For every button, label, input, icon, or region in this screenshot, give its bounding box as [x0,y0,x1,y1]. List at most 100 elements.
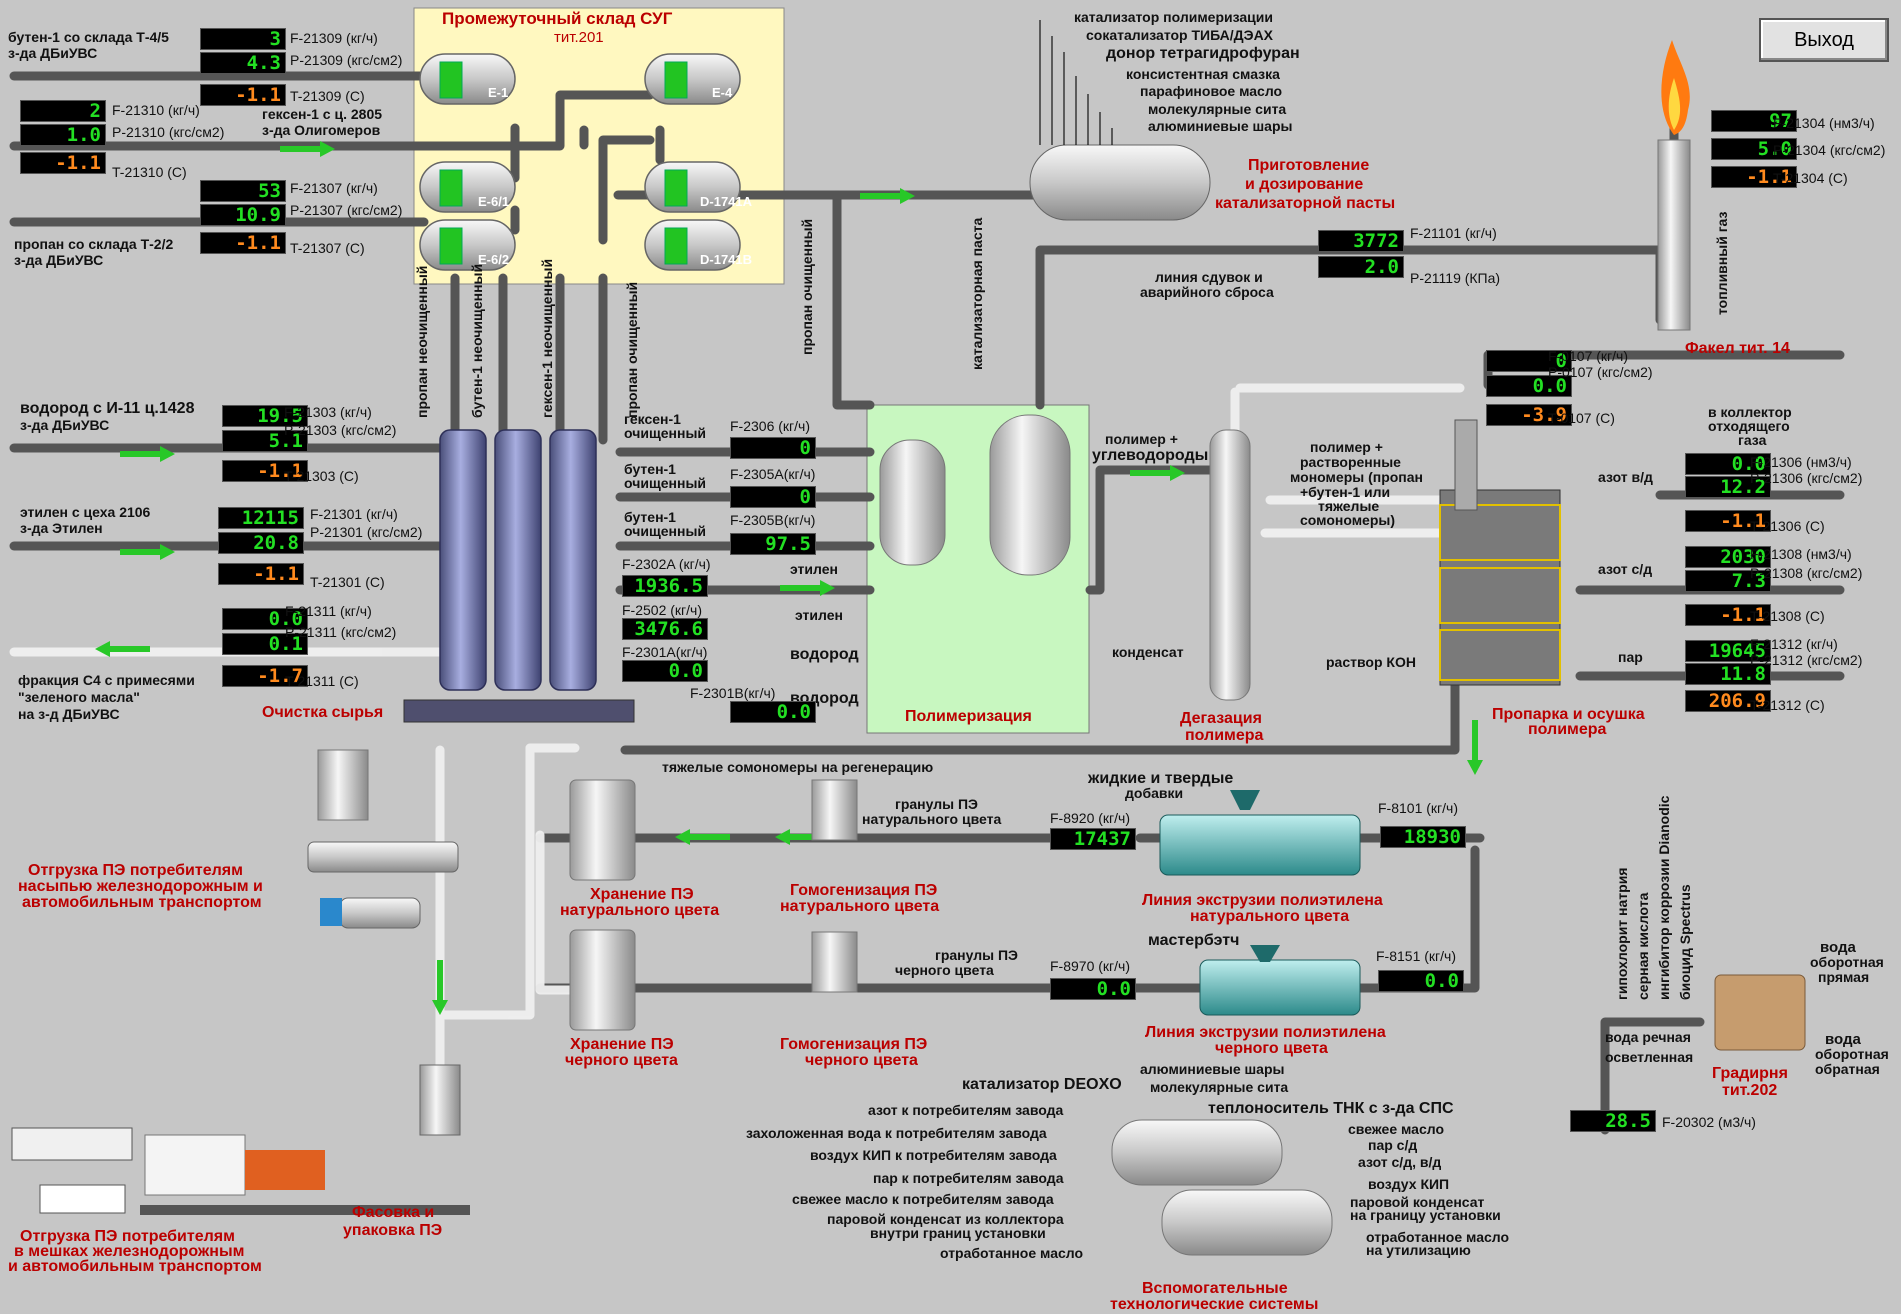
catalyst-input: консистентная смазка [1126,67,1280,82]
label-c4-frac2: "зеленого масла" [18,690,140,705]
extr-nat-title2: натурального цвета [1190,908,1349,926]
storage-black-title2: черного цвета [565,1052,678,1070]
instrument-tag-label: F-0107 (кг/ч) [1548,348,1628,364]
label-heavy-comonomers: тяжелые сомономеры на регенерацию [662,760,933,775]
label-alu-balls-b: алюминиевые шары [1140,1062,1284,1077]
label-propan-sklad2: з-да ДБиУВС [14,253,103,268]
label-hexen-c2805-2: з-да Олигомеров [262,123,380,138]
vessel-label: Е-6/2 [478,253,509,267]
label-c4-frac1: фракция С4 с примесями [18,673,195,688]
label-fuel-gas: топливный газ [1715,212,1730,315]
label-water-return3: обратная [1815,1062,1880,1077]
instrument-value-display: 3772 [1318,230,1404,252]
label-buten1-sklad: бутен-1 со склада Т-4/5 [8,30,169,45]
vessel-label: D-1741A [700,195,752,209]
label-buten-pure-a2: очищенный [624,476,706,491]
label-out-nitrogen: азот к потребителям завода [868,1103,1063,1118]
instrument-value-display: 0 [730,486,816,508]
label-river-water1: вода речная [1605,1030,1691,1045]
instrument-tag-label: F-21309 (кг/ч) [290,30,378,46]
label-polymer-mono6: сомономеры) [1300,513,1395,528]
instrument-value-display: 4.3 [200,52,286,74]
storage-nat-title2: натурального цвета [560,902,719,920]
instrument-tag-label: P-21312 (кгс/см2) [1750,652,1862,668]
label-steam-cond2: на границу установки [1350,1208,1501,1223]
label-hexen-c2805: гексен-1 с ц. 2805 [262,107,382,122]
instrument-value-display: 17437 [1050,828,1136,850]
label-coolant: теплоноситель ТНК с з-да СПС [1208,1100,1454,1118]
instrument-value-display: 2 [20,100,106,122]
instrument-tag-label: F-2306 (кг/ч) [730,418,810,434]
instrument-value-display: 18930 [1380,826,1466,848]
catalyst-input: катализатор полимеризации [1074,10,1273,25]
shipping-bulk-title3: автомобильным транспортом [22,894,262,912]
instrument-value-display: 1.0 [20,124,106,146]
instrument-tag-label: P-21309 (кгс/см2) [290,52,402,68]
instrument-tag-label: F-21312 (кг/ч) [1750,636,1838,652]
vessel-label: Е-1 [488,86,508,100]
label-out-steam: пар к потребителям завода [873,1171,1063,1186]
label-air-kip: воздух КИП [1368,1177,1449,1192]
homog-black-title1: Гомогенизация ПЭ [780,1036,927,1054]
label-buten-crude: бутен-1 неочищенный [470,264,485,418]
instrument-tag-label: F-2301A(кг/ч) [622,644,707,660]
vessel-label: D-1741B [700,253,752,267]
label-polymer-hc2: углеводороды [1092,447,1208,465]
instrument-value-display: -1.1 [200,232,286,254]
instrument-tag-label: P-21308 (кгс/см2) [1750,565,1862,581]
instrument-tag-label: T-21308 (C) [1750,608,1825,624]
instrument-tag-label: F-20302 (м3/ч) [1662,1114,1756,1130]
instrument-tag-label: T-21307 (C) [290,240,365,256]
instrument-value-display: 0.0 [1050,978,1136,1000]
instrument-tag-label: F-2305B(кг/ч) [730,512,815,528]
instrument-tag-label: T-21304 (C) [1773,170,1848,186]
label-spent-oil2: на утилизацию [1366,1243,1471,1258]
cooling-title1: Градирня [1712,1065,1788,1083]
label-hypochlorite: гипохлорит натрия [1615,868,1630,1000]
instrument-tag-label: F-21307 (кг/ч) [290,180,378,196]
label-inhibitor: ингибитор коррозии Dianodic [1657,796,1672,1000]
instrument-value-display: -1.1 [20,152,106,174]
label-granules-black2: черного цвета [895,963,994,978]
vessel-label: Е-4 [712,86,732,100]
label-buten1-sklad2: з-да ДБиУВС [8,46,97,61]
instrument-tag-label: T-0107 (C) [1548,410,1615,426]
instrument-value-display: 0.0 [622,660,708,682]
label-nitrogen-mp2: азот с/д, в/д [1358,1155,1441,1170]
aux-title2: технологические системы [1110,1296,1318,1314]
catalyst-input: донор тетрагидрофуран [1106,45,1300,63]
instrument-tag-label: T-21301 (C) [310,574,385,590]
label-ethylene-b: этилен [795,608,843,623]
storage-black-title1: Хранение ПЭ [570,1036,674,1054]
instrument-tag-label: F-21101 (кг/ч) [1410,225,1497,241]
flare-title: Факел тит. 14 [1685,340,1790,358]
label-buten-pure-b2: очищенный [624,524,706,539]
label-out-air: воздух КИП к потребителям завода [810,1148,1057,1163]
suh-subtitle: тит.201 [554,30,604,47]
instrument-value-display: 0.0 [1378,970,1464,992]
exit-button[interactable]: Выход [1759,18,1889,62]
instrument-tag-label: F-2502 (кг/ч) [622,602,702,618]
label-nitrogen-lp: азот в/д [1598,470,1653,485]
instrument-tag-label: F-21304 (нм3/ч) [1773,115,1875,131]
label-steam-mp: пар с/д [1368,1138,1417,1153]
label-additives2: добавки [1125,786,1183,801]
instrument-tag-label: T-21306 (C) [1750,518,1825,534]
label-hydrogen-a: водород [790,646,859,664]
shipping-bags-title3: и автомобильным транспортом [8,1258,262,1276]
instrument-tag-label: F-2305A(кг/ч) [730,466,815,482]
instrument-tag-label: F-21301 (кг/ч) [310,506,398,522]
label-water-supply3: прямая [1818,970,1869,985]
suh-title: Промежуточный склад СУГ [442,10,672,29]
instrument-tag-label: P-21311 (кгс/см2) [285,624,396,640]
catalyst-input: молекулярные сита [1148,102,1286,117]
instrument-tag-label: P-21119 (КПа) [1410,270,1500,286]
instrument-tag-label: F-21306 (нм3/ч) [1750,454,1852,470]
instrument-tag-label: T-21303 (C) [284,468,359,484]
catalyst-prep-title2: и дозирование [1245,176,1363,194]
instrument-tag-label: T-21312 (C) [1750,697,1825,713]
label-fresh-oil: свежее масло [1348,1122,1444,1137]
instrument-value-display: 53 [200,180,286,202]
label-propan-crude: пропан неочищенный [415,266,430,418]
label-out-fresh-oil: свежее масло к потребителям завода [792,1192,1054,1207]
